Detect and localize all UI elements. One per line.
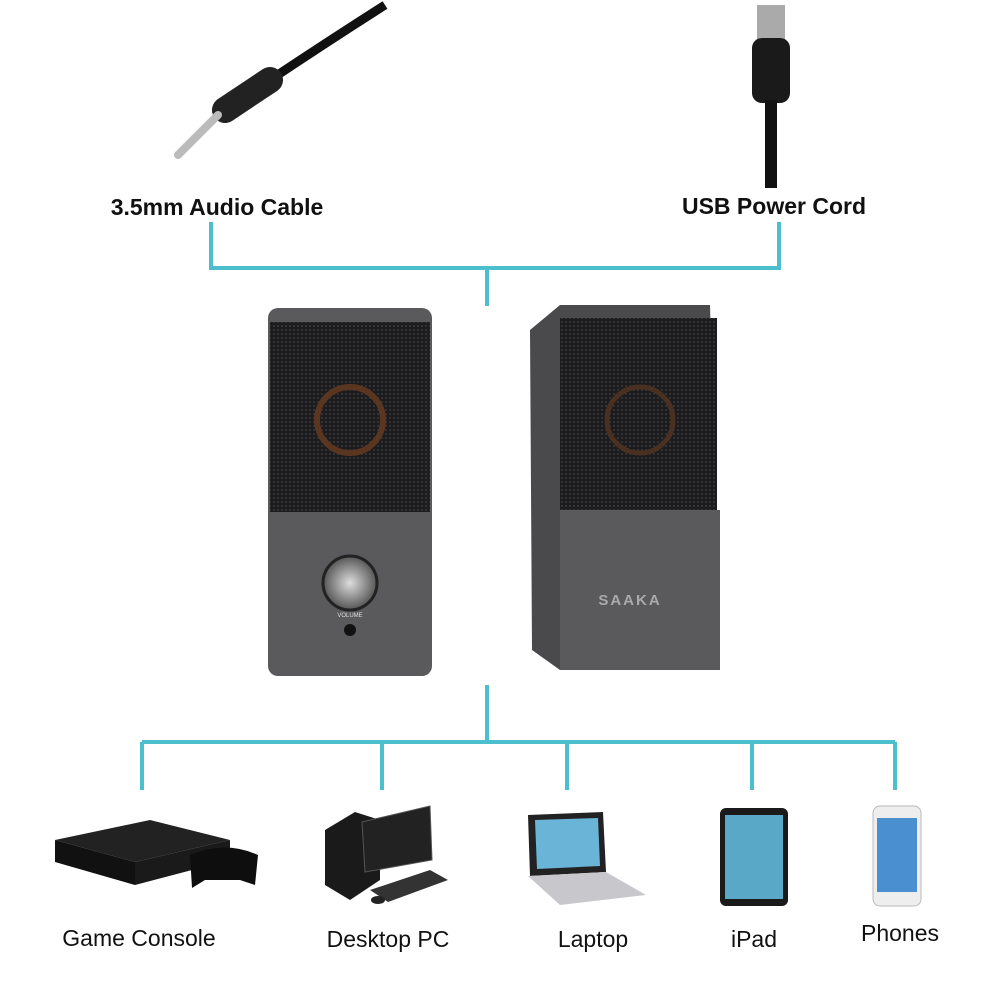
volume-knob[interactable] <box>321 554 379 612</box>
volume-label: VOLUME <box>337 613 362 619</box>
tablet-icon <box>720 808 788 906</box>
laptop-icon <box>528 812 646 905</box>
connector-lines <box>140 222 897 790</box>
usb-plug-icon <box>752 5 790 188</box>
game-console-icon <box>55 820 258 888</box>
left-speaker: VOLUME <box>268 308 432 676</box>
device-label-desktop-pc: Desktop PC <box>326 926 450 952</box>
device-label-laptop: Laptop <box>557 926 629 952</box>
device-label-game-console: Game Console <box>62 925 216 951</box>
headphone-jack <box>344 624 356 636</box>
device-label-phones: Phones <box>860 920 940 946</box>
device-label-ipad: iPad <box>730 926 778 952</box>
right-speaker: SAAKA <box>530 305 720 670</box>
brand-logo: SAAKA <box>598 592 661 609</box>
phone-icon <box>872 805 922 907</box>
audio-jack-icon <box>174 1 388 159</box>
desktop-pc-icon <box>325 805 448 904</box>
audio-cable-label: 3.5mm Audio Cable <box>110 194 324 220</box>
usb-power-label: USB Power Cord <box>681 193 867 219</box>
